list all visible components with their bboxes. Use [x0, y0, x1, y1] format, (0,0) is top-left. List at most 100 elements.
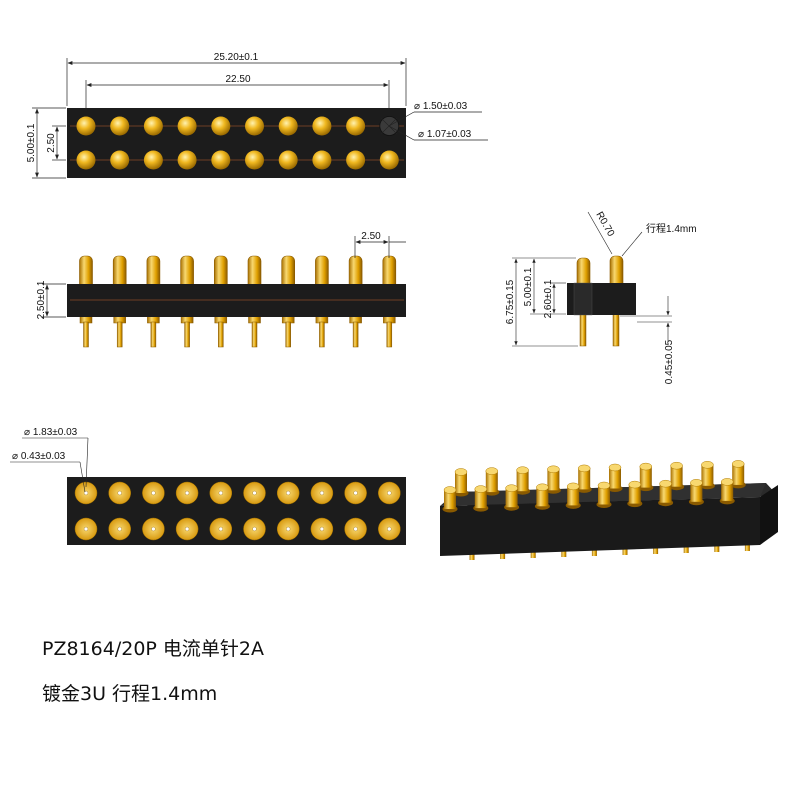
top-pin	[312, 116, 332, 136]
top-pin	[211, 116, 231, 136]
iso-pin-shaft	[609, 467, 621, 489]
iso-pin-shaft	[485, 471, 498, 493]
bottom-pad-hole	[252, 526, 257, 532]
bottom-pad-hole	[117, 490, 122, 496]
leader-hole-dia	[79, 461, 86, 493]
front-pin-tail	[184, 321, 190, 348]
iso-pin-shaft	[598, 485, 610, 505]
bottom-pad-hole	[151, 490, 156, 496]
iso-pin-tip	[566, 482, 580, 491]
top-view-pins	[76, 116, 400, 170]
bottom-pad-hole	[286, 490, 291, 496]
front-pin-tail	[218, 321, 224, 348]
front-pin-tail	[83, 321, 89, 348]
dim-side-radius: R0.70	[593, 210, 616, 239]
isometric-view	[440, 460, 778, 560]
iso-pin-shaft	[567, 486, 580, 506]
top-pin	[278, 150, 298, 170]
bottom-pad-hole	[387, 526, 392, 532]
leader-radius	[587, 211, 613, 255]
front-view-body	[67, 284, 406, 317]
iso-pin-shaft	[670, 465, 683, 487]
dim-front-body-height: 2.50±0.1	[36, 280, 47, 319]
iso-pin-tip	[670, 461, 683, 470]
iso-pin-tip	[659, 479, 672, 488]
bottom-pad-hole	[353, 526, 358, 532]
bottom-pad-hole	[184, 490, 190, 496]
iso-pin-tip	[547, 465, 560, 474]
dim-row-pitch: 2.50	[46, 133, 57, 153]
side-pin-tall-tail	[579, 313, 587, 347]
iso-pin-tip	[720, 478, 734, 486]
iso-body-side	[760, 485, 778, 545]
front-pin-tail	[251, 321, 258, 348]
bottom-pad-hole	[117, 526, 122, 532]
iso-pin-tip	[577, 464, 591, 473]
leader-pad-dia	[85, 437, 89, 488]
iso-pin-shaft	[690, 482, 703, 502]
iso-pin-shaft	[444, 490, 456, 509]
iso-pin-tip	[597, 481, 611, 490]
iso-pin-tip	[443, 486, 457, 494]
top-pin	[143, 150, 163, 170]
top-pin	[177, 150, 197, 170]
iso-pin-shaft	[578, 468, 591, 490]
bottom-pad-hole	[218, 490, 224, 496]
iso-pin-tip	[628, 480, 642, 489]
product-spec: 镀金3U 行程1.4mm	[42, 683, 218, 705]
iso-pin-shaft	[505, 488, 518, 508]
front-view-pins	[79, 255, 397, 348]
iso-pin-tip	[639, 462, 653, 471]
product-title: PZ8164/20P 电流单针2A	[42, 638, 264, 660]
iso-pin-tip	[701, 461, 714, 469]
iso-pins	[442, 460, 746, 513]
front-pin-tail	[319, 321, 325, 348]
iso-pin-tip	[690, 479, 703, 487]
front-pin-tail	[285, 321, 291, 348]
dim-side-stroke: 行程1.4mm	[646, 222, 697, 235]
leader-outer-dia	[388, 111, 415, 127]
front-pin-tail	[352, 321, 359, 348]
side-pin-short-tail	[612, 311, 620, 347]
dim-pitch-span: 22.50	[225, 74, 250, 85]
bottom-view-pads	[74, 481, 401, 541]
top-pin	[76, 116, 96, 136]
bottom-view: ⌀ 1.83±0.03 ⌀ 0.43±0.03	[10, 427, 406, 545]
top-pin	[211, 150, 231, 170]
dim-front-pitch: 2.50	[361, 231, 381, 242]
side-pin-flange	[573, 282, 593, 316]
top-pin	[110, 150, 130, 170]
top-view: 25.20±0.1 22.50 5.00±0.1 2.50 ⌀ 1.50±0.0…	[26, 52, 488, 179]
leader-inner-dia	[388, 125, 415, 141]
top-pin	[312, 150, 332, 170]
iso-pin-shaft	[701, 464, 714, 486]
iso-pin-tip	[454, 468, 468, 476]
bottom-pad-hole	[319, 526, 325, 532]
iso-pin-tip	[731, 460, 745, 468]
iso-pin-tip	[505, 484, 518, 492]
bottom-pad-hole	[151, 526, 156, 532]
top-pin	[110, 116, 130, 136]
dim-pin-outer-dia: ⌀ 1.50±0.03	[414, 101, 468, 112]
iso-pin-shaft	[474, 489, 487, 509]
iso-pin-shaft	[628, 484, 641, 504]
top-pin	[143, 116, 163, 136]
iso-pin-shaft	[732, 463, 745, 485]
bottom-pad-hole	[286, 526, 291, 532]
front-pin-tail	[150, 321, 157, 348]
dim-overall-width: 25.20±0.1	[214, 52, 259, 63]
dim-overall-height: 5.00±0.1	[26, 123, 37, 162]
iso-body-front	[440, 497, 760, 556]
pin-cross-mark	[380, 117, 398, 135]
iso-pin-shaft	[536, 487, 549, 507]
iso-pin-tip	[485, 467, 499, 475]
bottom-pad-hole	[387, 490, 392, 496]
front-pin-tail	[386, 321, 393, 348]
top-pin	[278, 116, 298, 136]
bottom-pad-hole	[252, 490, 257, 496]
dim-side-body-height: 2.60±0.1	[543, 279, 554, 318]
top-pin	[245, 150, 264, 170]
front-pin-tail	[116, 321, 123, 348]
top-pin	[346, 116, 366, 136]
